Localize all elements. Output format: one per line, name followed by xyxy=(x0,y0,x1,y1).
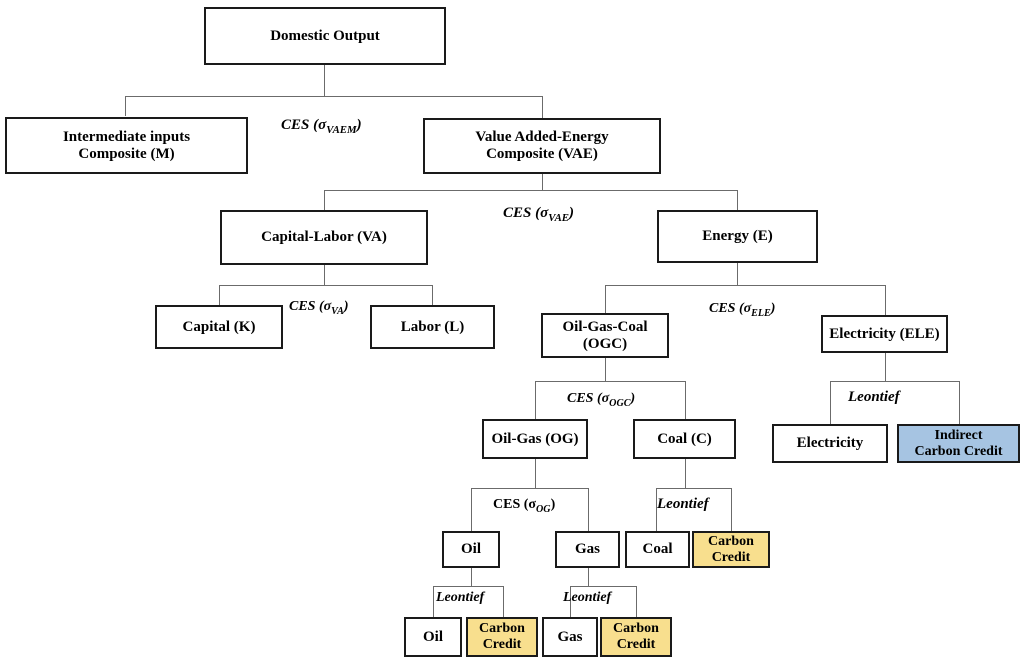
connector-oil-mid-bus xyxy=(433,586,503,587)
node-electricity-leaf[interactable]: Electricity xyxy=(772,424,888,463)
connector-electricity-ele-stem xyxy=(885,353,886,381)
node-oil-gas-og[interactable]: Oil-Gas (OG) xyxy=(482,419,588,459)
label-ces-sigma-ogc: CES (σOGC) xyxy=(567,391,635,409)
label-ces-sigma-vaem: CES (σVAEM) xyxy=(281,117,362,136)
label-ces-vae-suffix: ) xyxy=(569,205,574,221)
connector-gas-mid-bus xyxy=(570,586,636,587)
connector-energy-bus xyxy=(605,285,885,286)
connector-ogc-bus xyxy=(535,381,685,382)
connector-vae-stem xyxy=(542,174,543,190)
label-ces-ogc-prefix: CES (σ xyxy=(567,391,610,406)
label-ces-va-subscript: VA xyxy=(331,305,344,317)
connector-to-capital-labor xyxy=(324,190,325,210)
label-ces-ele-prefix: CES (σ xyxy=(709,301,752,316)
connector-oil-mid-stem xyxy=(471,568,472,586)
node-intermediate-inputs-composite[interactable]: Intermediate inputs Composite (M) xyxy=(5,117,248,174)
label-leontief-coal: Leontief xyxy=(657,496,709,512)
label-ces-ele-subscript: ELE xyxy=(751,307,771,319)
connector-capital-labor-stem xyxy=(324,265,325,285)
label-ces-vae-prefix: CES (σ xyxy=(503,205,549,221)
label-ces-va-prefix: CES (σ xyxy=(289,299,332,314)
label-leontief-electricity: Leontief xyxy=(848,389,900,405)
connector-ogc-stem xyxy=(605,358,606,381)
node-oil-mid[interactable]: Oil xyxy=(442,531,500,568)
label-ces-sigma-ele: CES (σELE) xyxy=(709,301,775,319)
connector-to-energy xyxy=(737,190,738,210)
connector-domestic-output-bus xyxy=(125,96,543,97)
connector-to-intermediate-inputs xyxy=(125,96,126,116)
label-ces-sigma-og: CES (σOG) xyxy=(493,497,555,515)
node-labor-l[interactable]: Labor (L) xyxy=(370,305,495,349)
label-ces-vaem-subscript: VAEM xyxy=(326,124,357,136)
label-ces-sigma-va: CES (σVA) xyxy=(289,299,349,317)
label-ces-sigma-vae: CES (σVAE) xyxy=(503,205,574,224)
label-ces-va-suffix: ) xyxy=(343,299,349,314)
connector-to-value-added-energy xyxy=(542,96,543,118)
connector-to-indirect-carbon-credit xyxy=(959,381,960,424)
connector-og-stem xyxy=(535,459,536,488)
connector-to-capital xyxy=(219,285,220,305)
label-ces-og-suffix: ) xyxy=(550,497,556,512)
connector-to-oil-gas-coal xyxy=(605,285,606,313)
connector-to-carbon-credit-coal xyxy=(731,488,732,531)
label-ces-vaem-suffix: ) xyxy=(356,117,362,133)
connector-to-oil-mid xyxy=(471,488,472,531)
label-ces-og-subscript: OG xyxy=(536,503,551,515)
node-capital-k[interactable]: Capital (K) xyxy=(155,305,283,349)
connector-coal-c-stem xyxy=(685,459,686,488)
node-coal-leaf[interactable]: Coal xyxy=(625,531,690,568)
connector-to-electricity-ele xyxy=(885,285,886,315)
node-carbon-credit-gas[interactable]: Carbon Credit xyxy=(600,617,672,657)
connector-to-gas-mid xyxy=(588,488,589,531)
node-carbon-credit-oil[interactable]: Carbon Credit xyxy=(466,617,538,657)
connector-domestic-output-stem xyxy=(324,65,325,96)
connector-gas-mid-stem xyxy=(588,568,589,586)
node-energy-e[interactable]: Energy (E) xyxy=(657,210,818,263)
connector-to-oil-gas xyxy=(535,381,536,419)
label-ces-ogc-subscript: OGC xyxy=(609,397,631,409)
node-oil-leaf[interactable]: Oil xyxy=(404,617,462,657)
node-electricity-ele[interactable]: Electricity (ELE) xyxy=(821,315,948,353)
node-carbon-credit-coal[interactable]: Carbon Credit xyxy=(692,531,770,568)
node-coal-c[interactable]: Coal (C) xyxy=(633,419,736,459)
label-ces-ele-suffix: ) xyxy=(770,301,776,316)
label-ces-vaem-prefix: CES (σ xyxy=(281,117,327,133)
node-gas-leaf[interactable]: Gas xyxy=(542,617,598,657)
connector-to-gas-leaf xyxy=(570,586,571,617)
connector-to-carbon-credit-oil xyxy=(503,586,504,617)
node-capital-labor-va[interactable]: Capital-Labor (VA) xyxy=(220,210,428,265)
connector-electricity-ele-bus xyxy=(830,381,959,382)
node-value-added-energy-composite[interactable]: Value Added-Energy Composite (VAE) xyxy=(423,118,661,174)
connector-to-coal-leaf xyxy=(656,488,657,531)
label-leontief-gas: Leontief xyxy=(563,590,612,605)
connector-vae-bus xyxy=(324,190,738,191)
label-ces-vae-subscript: VAE xyxy=(548,212,569,224)
connector-to-electricity-leaf xyxy=(830,381,831,424)
connector-to-coal-c xyxy=(685,381,686,419)
connector-to-labor xyxy=(432,285,433,305)
node-gas-mid[interactable]: Gas xyxy=(555,531,620,568)
connector-to-oil-leaf xyxy=(433,586,434,617)
label-ces-og-prefix: CES (σ xyxy=(493,497,537,512)
connector-coal-c-bus xyxy=(656,488,731,489)
connector-og-bus xyxy=(471,488,588,489)
node-indirect-carbon-credit[interactable]: Indirect Carbon Credit xyxy=(897,424,1020,463)
connector-energy-stem xyxy=(737,263,738,285)
label-ces-ogc-suffix: ) xyxy=(630,391,636,406)
connector-capital-labor-bus xyxy=(219,285,432,286)
node-domestic-output[interactable]: Domestic Output xyxy=(204,7,446,65)
node-oil-gas-coal-ogc[interactable]: Oil-Gas-Coal (OGC) xyxy=(541,313,669,358)
connector-to-carbon-credit-gas xyxy=(636,586,637,617)
label-leontief-oil: Leontief xyxy=(436,590,485,605)
